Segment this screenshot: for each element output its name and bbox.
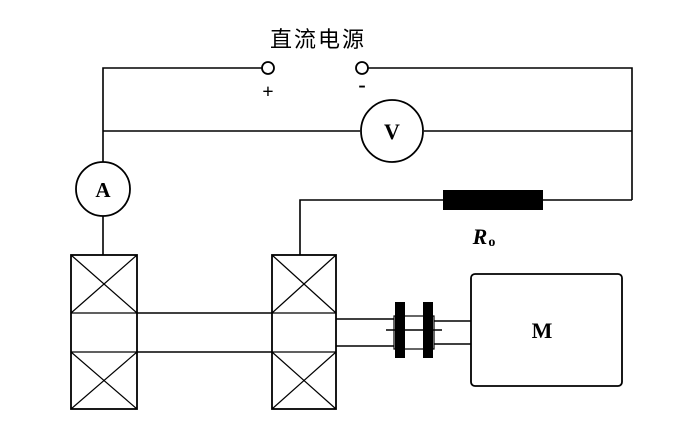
shaft bbox=[137, 312, 472, 353]
wires bbox=[102, 67, 633, 255]
left-bearing bbox=[70, 254, 138, 410]
ammeter-circle bbox=[75, 161, 131, 217]
voltmeter: V bbox=[360, 99, 424, 163]
resistor-body bbox=[443, 190, 543, 210]
ammeter-label: A bbox=[95, 178, 111, 202]
right-bearing bbox=[271, 254, 337, 410]
coupling bbox=[386, 302, 442, 358]
motor-label: M bbox=[532, 318, 553, 343]
positive-terminal bbox=[261, 61, 275, 75]
motor: M bbox=[470, 273, 623, 387]
ammeter: A bbox=[75, 161, 131, 217]
positive-sign: + bbox=[262, 81, 273, 103]
voltmeter-label: V bbox=[384, 119, 400, 144]
resistor-label: Ro bbox=[472, 224, 496, 250]
power-supply-label: 直流电源 bbox=[270, 28, 366, 53]
voltmeter-circle bbox=[360, 99, 424, 163]
motor-box bbox=[470, 273, 623, 387]
negative-sign: - bbox=[358, 72, 365, 97]
resistor: Ro bbox=[443, 190, 543, 250]
